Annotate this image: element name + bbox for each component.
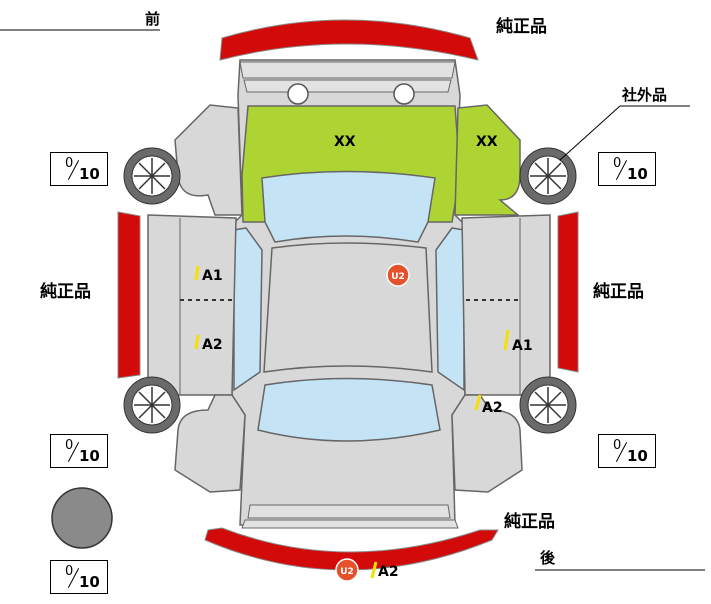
wheel-rear-right bbox=[519, 376, 577, 434]
left-a2-mark: A2 bbox=[202, 337, 223, 353]
left-front-fender bbox=[174, 104, 243, 216]
left-a2-tick bbox=[194, 334, 200, 350]
right-headlight bbox=[393, 83, 415, 105]
right-front-fender bbox=[454, 104, 521, 216]
svg-text:U2: U2 bbox=[391, 272, 405, 282]
trunk-band-1 bbox=[247, 504, 451, 519]
right-a2-mark: A2 bbox=[482, 400, 503, 416]
score-numerator: 0 bbox=[613, 438, 622, 453]
svg-text:U2: U2 bbox=[340, 567, 354, 577]
wheel-front-left bbox=[123, 147, 181, 205]
score-box-rear-right: 0 10 bbox=[598, 434, 656, 468]
right-side-panel bbox=[461, 214, 551, 396]
rear-label: 後 bbox=[539, 549, 556, 567]
hood-mark-xx: XX bbox=[334, 134, 356, 150]
aftermarket-label: 社外品 bbox=[621, 86, 667, 104]
left-side-panel bbox=[147, 214, 237, 396]
right-fender-mark-xx: XX bbox=[476, 134, 498, 150]
wheel-front-right bbox=[519, 147, 577, 205]
rear-window bbox=[257, 377, 441, 442]
roof bbox=[263, 242, 433, 373]
score-box-rear-left: 0 10 bbox=[50, 434, 108, 468]
rear-bumper-u2-badge: U2 bbox=[335, 558, 359, 582]
right-a1-mark: A1 bbox=[512, 338, 533, 354]
rear-bumper-genuine-label: 純正品 bbox=[504, 511, 555, 532]
front-bumper bbox=[219, 19, 479, 61]
score-denominator: 10 bbox=[79, 447, 100, 465]
rear-bumper bbox=[204, 527, 499, 571]
left-headlight bbox=[287, 83, 309, 105]
left-a1-tick bbox=[194, 265, 200, 281]
score-numerator: 0 bbox=[65, 438, 74, 453]
right-side-window bbox=[435, 227, 465, 392]
left-rear-fender bbox=[174, 394, 246, 493]
right-a2-tick bbox=[474, 394, 482, 411]
left-a1-mark: A1 bbox=[202, 268, 223, 284]
score-denominator: 10 bbox=[79, 165, 100, 183]
score-denominator: 10 bbox=[79, 573, 100, 591]
right-rear-fender bbox=[451, 394, 523, 493]
trunk-band-2 bbox=[241, 519, 459, 529]
right-skirt-genuine-label: 純正品 bbox=[593, 281, 644, 302]
aftermarket-leader-line bbox=[559, 105, 621, 161]
left-skirt-genuine-label: 純正品 bbox=[40, 281, 91, 302]
front-bumper-genuine-label: 純正品 bbox=[496, 16, 547, 37]
score-numerator: 0 bbox=[65, 564, 74, 579]
right-side-skirt bbox=[557, 211, 579, 373]
windshield bbox=[261, 170, 436, 243]
score-box-front-right: 0 10 bbox=[598, 152, 656, 186]
front-label: 前 bbox=[145, 10, 160, 28]
front-grille-band bbox=[239, 61, 456, 79]
score-denominator: 10 bbox=[627, 447, 648, 465]
left-side-skirt bbox=[117, 211, 141, 379]
front-grille-band-2 bbox=[243, 79, 452, 93]
left-side-window bbox=[233, 227, 263, 392]
score-box-front-left: 0 10 bbox=[50, 152, 108, 186]
wheel-rear-left bbox=[123, 376, 181, 434]
score-numerator: 0 bbox=[65, 156, 74, 171]
roof-u2-badge: U2 bbox=[386, 263, 410, 287]
right-a1-tick bbox=[503, 329, 510, 351]
rear-a2-mark: A2 bbox=[378, 564, 399, 580]
legend-gray-circle bbox=[51, 487, 113, 549]
score-denominator: 10 bbox=[627, 165, 648, 183]
score-numerator: 0 bbox=[613, 156, 622, 171]
rear-a2-tick bbox=[370, 561, 378, 579]
score-box-spare: 0 10 bbox=[50, 560, 108, 594]
